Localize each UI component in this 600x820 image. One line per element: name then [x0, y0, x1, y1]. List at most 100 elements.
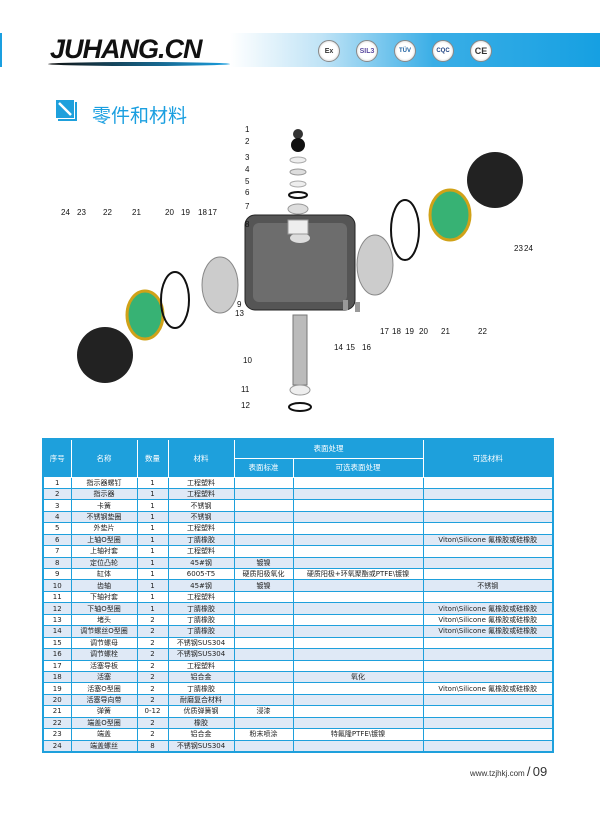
cell-surface-opt [292, 499, 424, 512]
cell-name: 调节螺丝O型圈 [70, 625, 138, 638]
cell-name: 调节螺栓 [70, 648, 138, 661]
cell-qty: 2 [136, 648, 169, 661]
cell-qty: 1 [136, 533, 169, 547]
callout-number: 24 [524, 244, 533, 253]
cell-surface-opt [292, 510, 424, 524]
callout-number: 22 [103, 208, 112, 217]
cell-name: 活塞 [70, 670, 138, 684]
cell-qty: 1 [136, 499, 169, 512]
footer-url: www.tzjhkj.com [470, 769, 525, 778]
cell-opt-material [422, 499, 554, 512]
cell-no: 3 [42, 499, 72, 512]
cell-surface-std [233, 533, 294, 547]
cell-no: 7 [42, 545, 72, 558]
cell-material: 丁腈橡胶 [167, 602, 235, 615]
cell-surface-opt [292, 476, 424, 489]
section-icon [56, 100, 77, 121]
ex-cert-icon: Ex [318, 40, 340, 62]
tuv-cert-icon: TÜV [394, 40, 416, 62]
cell-material: 45#钢 [167, 556, 235, 570]
cell-name: 堵头 [70, 613, 138, 627]
cell-qty: 1 [136, 602, 169, 615]
cell-opt-material [422, 705, 554, 718]
cell-material: 丁腈橡胶 [167, 682, 235, 695]
cell-surface-std: 硬质阳极氧化 [233, 567, 294, 581]
cell-surface-std: 镀镍 [233, 579, 294, 592]
page-separator: / [526, 764, 531, 779]
cell-surface-opt [292, 636, 424, 650]
cell-qty: 2 [136, 625, 169, 638]
callout-number: 20 [165, 208, 174, 217]
cell-qty: 2 [136, 613, 169, 627]
cell-surface-opt [292, 522, 424, 535]
cell-name: 卡簧 [70, 499, 138, 512]
cell-surface-opt [292, 590, 424, 604]
cell-no: 11 [42, 590, 72, 604]
cell-surface-std [233, 659, 294, 672]
cell-name: 活塞导板 [70, 659, 138, 672]
cell-surface-opt [292, 705, 424, 718]
cell-no: 24 [42, 739, 72, 753]
cell-qty: 2 [136, 716, 169, 730]
cell-qty: 1 [136, 590, 169, 604]
callout-number: 1 [245, 125, 250, 134]
cell-name: 定位凸轮 [70, 556, 138, 570]
cell-opt-material [422, 545, 554, 558]
logo-swoosh [48, 62, 230, 66]
callout-number: 22 [478, 327, 487, 336]
cell-material: 工程塑料 [167, 590, 235, 604]
cell-opt-material [422, 567, 554, 581]
callout-number: 24 [61, 208, 70, 217]
brand-logo: JUHANG.CN [50, 34, 203, 64]
cell-qty: 1 [136, 545, 169, 558]
cell-surface-std: 浸漆 [233, 705, 294, 718]
cell-qty: 1 [136, 579, 169, 592]
cell-name: 端盖O型圈 [70, 716, 138, 730]
cell-opt-material [422, 556, 554, 570]
cell-opt-material: Viton\Silicone 氟橡胶或硅橡胶 [422, 682, 554, 695]
cell-material: 不锈钢SUS304 [167, 648, 235, 661]
cell-surface-std [233, 648, 294, 661]
sil3-cert-icon: SIL3 [356, 40, 378, 62]
callout-number: 15 [346, 343, 355, 352]
cell-opt-material [422, 670, 554, 684]
cell-qty: 1 [136, 476, 169, 489]
cell-material: 铝合金 [167, 670, 235, 684]
cell-surface-std [233, 682, 294, 695]
cell-opt-material [422, 510, 554, 524]
callout-number: 2 [245, 137, 250, 146]
callout-number: 20 [419, 327, 428, 336]
cell-material: 丁腈橡胶 [167, 625, 235, 638]
cell-qty: 1 [136, 556, 169, 570]
cell-no: 23 [42, 728, 72, 741]
callout-number: 13 [235, 309, 244, 318]
cell-no: 14 [42, 625, 72, 638]
cell-material: 工程塑料 [167, 522, 235, 535]
cell-surface-std [233, 487, 294, 501]
cell-surface-std [233, 510, 294, 524]
callout-number: 18 [392, 327, 401, 336]
cell-qty: 2 [136, 659, 169, 672]
cell-opt-material [422, 522, 554, 535]
cell-no: 9 [42, 567, 72, 581]
callout-number: 21 [132, 208, 141, 217]
cell-surface-opt [292, 556, 424, 570]
header-no: 序号 [42, 438, 72, 478]
cell-material: 不锈钢SUS304 [167, 739, 235, 753]
cell-surface-opt: 特氟隆PTFE\镀镍 [292, 728, 424, 741]
callout-number: 6 [245, 188, 250, 197]
cell-no: 22 [42, 716, 72, 730]
callout-number: 8 [245, 220, 250, 229]
actuator-parts [77, 129, 523, 412]
cell-material: 不锈钢 [167, 499, 235, 512]
cell-name: 活塞导向带 [70, 693, 138, 707]
cell-qty: 8 [136, 739, 169, 753]
